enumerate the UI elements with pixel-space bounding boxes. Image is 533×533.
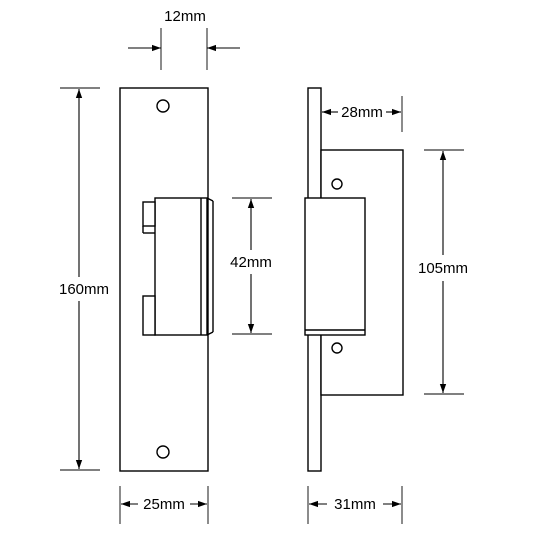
keeper-body bbox=[154, 197, 208, 336]
keeper-upper-tab bbox=[142, 201, 156, 227]
dimension-42mm: 42mm bbox=[230, 197, 272, 335]
side-bottom-screw-hole bbox=[331, 342, 343, 354]
dim-28mm-label: 28mm bbox=[341, 104, 383, 121]
side-view bbox=[304, 87, 404, 472]
front-keeper-block bbox=[142, 197, 214, 336]
keeper-bevel-top bbox=[206, 197, 214, 202]
dim-105mm-label: 105mm bbox=[418, 260, 468, 277]
dimension-31mm: 31mm bbox=[307, 486, 403, 524]
dimension-105mm: 105mm bbox=[418, 149, 468, 395]
dimension-12mm: 12mm bbox=[128, 8, 240, 70]
keeper-lower-tab bbox=[142, 295, 156, 336]
front-bottom-screw-hole bbox=[156, 445, 170, 459]
dim-160mm-label: 160mm bbox=[59, 281, 109, 298]
dimension-160mm: 160mm bbox=[59, 87, 109, 471]
dim-12mm-label: 12mm bbox=[164, 8, 206, 25]
front-top-screw-hole bbox=[156, 99, 170, 113]
front-view bbox=[119, 87, 214, 472]
dim-31mm-label: 31mm bbox=[334, 496, 376, 513]
dimension-25mm: 25mm bbox=[119, 486, 209, 524]
side-top-screw-hole bbox=[331, 178, 343, 190]
dim-25mm-label: 25mm bbox=[143, 496, 185, 513]
dim-42mm-label: 42mm bbox=[230, 254, 272, 271]
keeper-bevel-bottom bbox=[206, 331, 214, 336]
dimension-28mm: 28mm bbox=[322, 96, 403, 132]
side-keeper-block bbox=[304, 197, 366, 336]
